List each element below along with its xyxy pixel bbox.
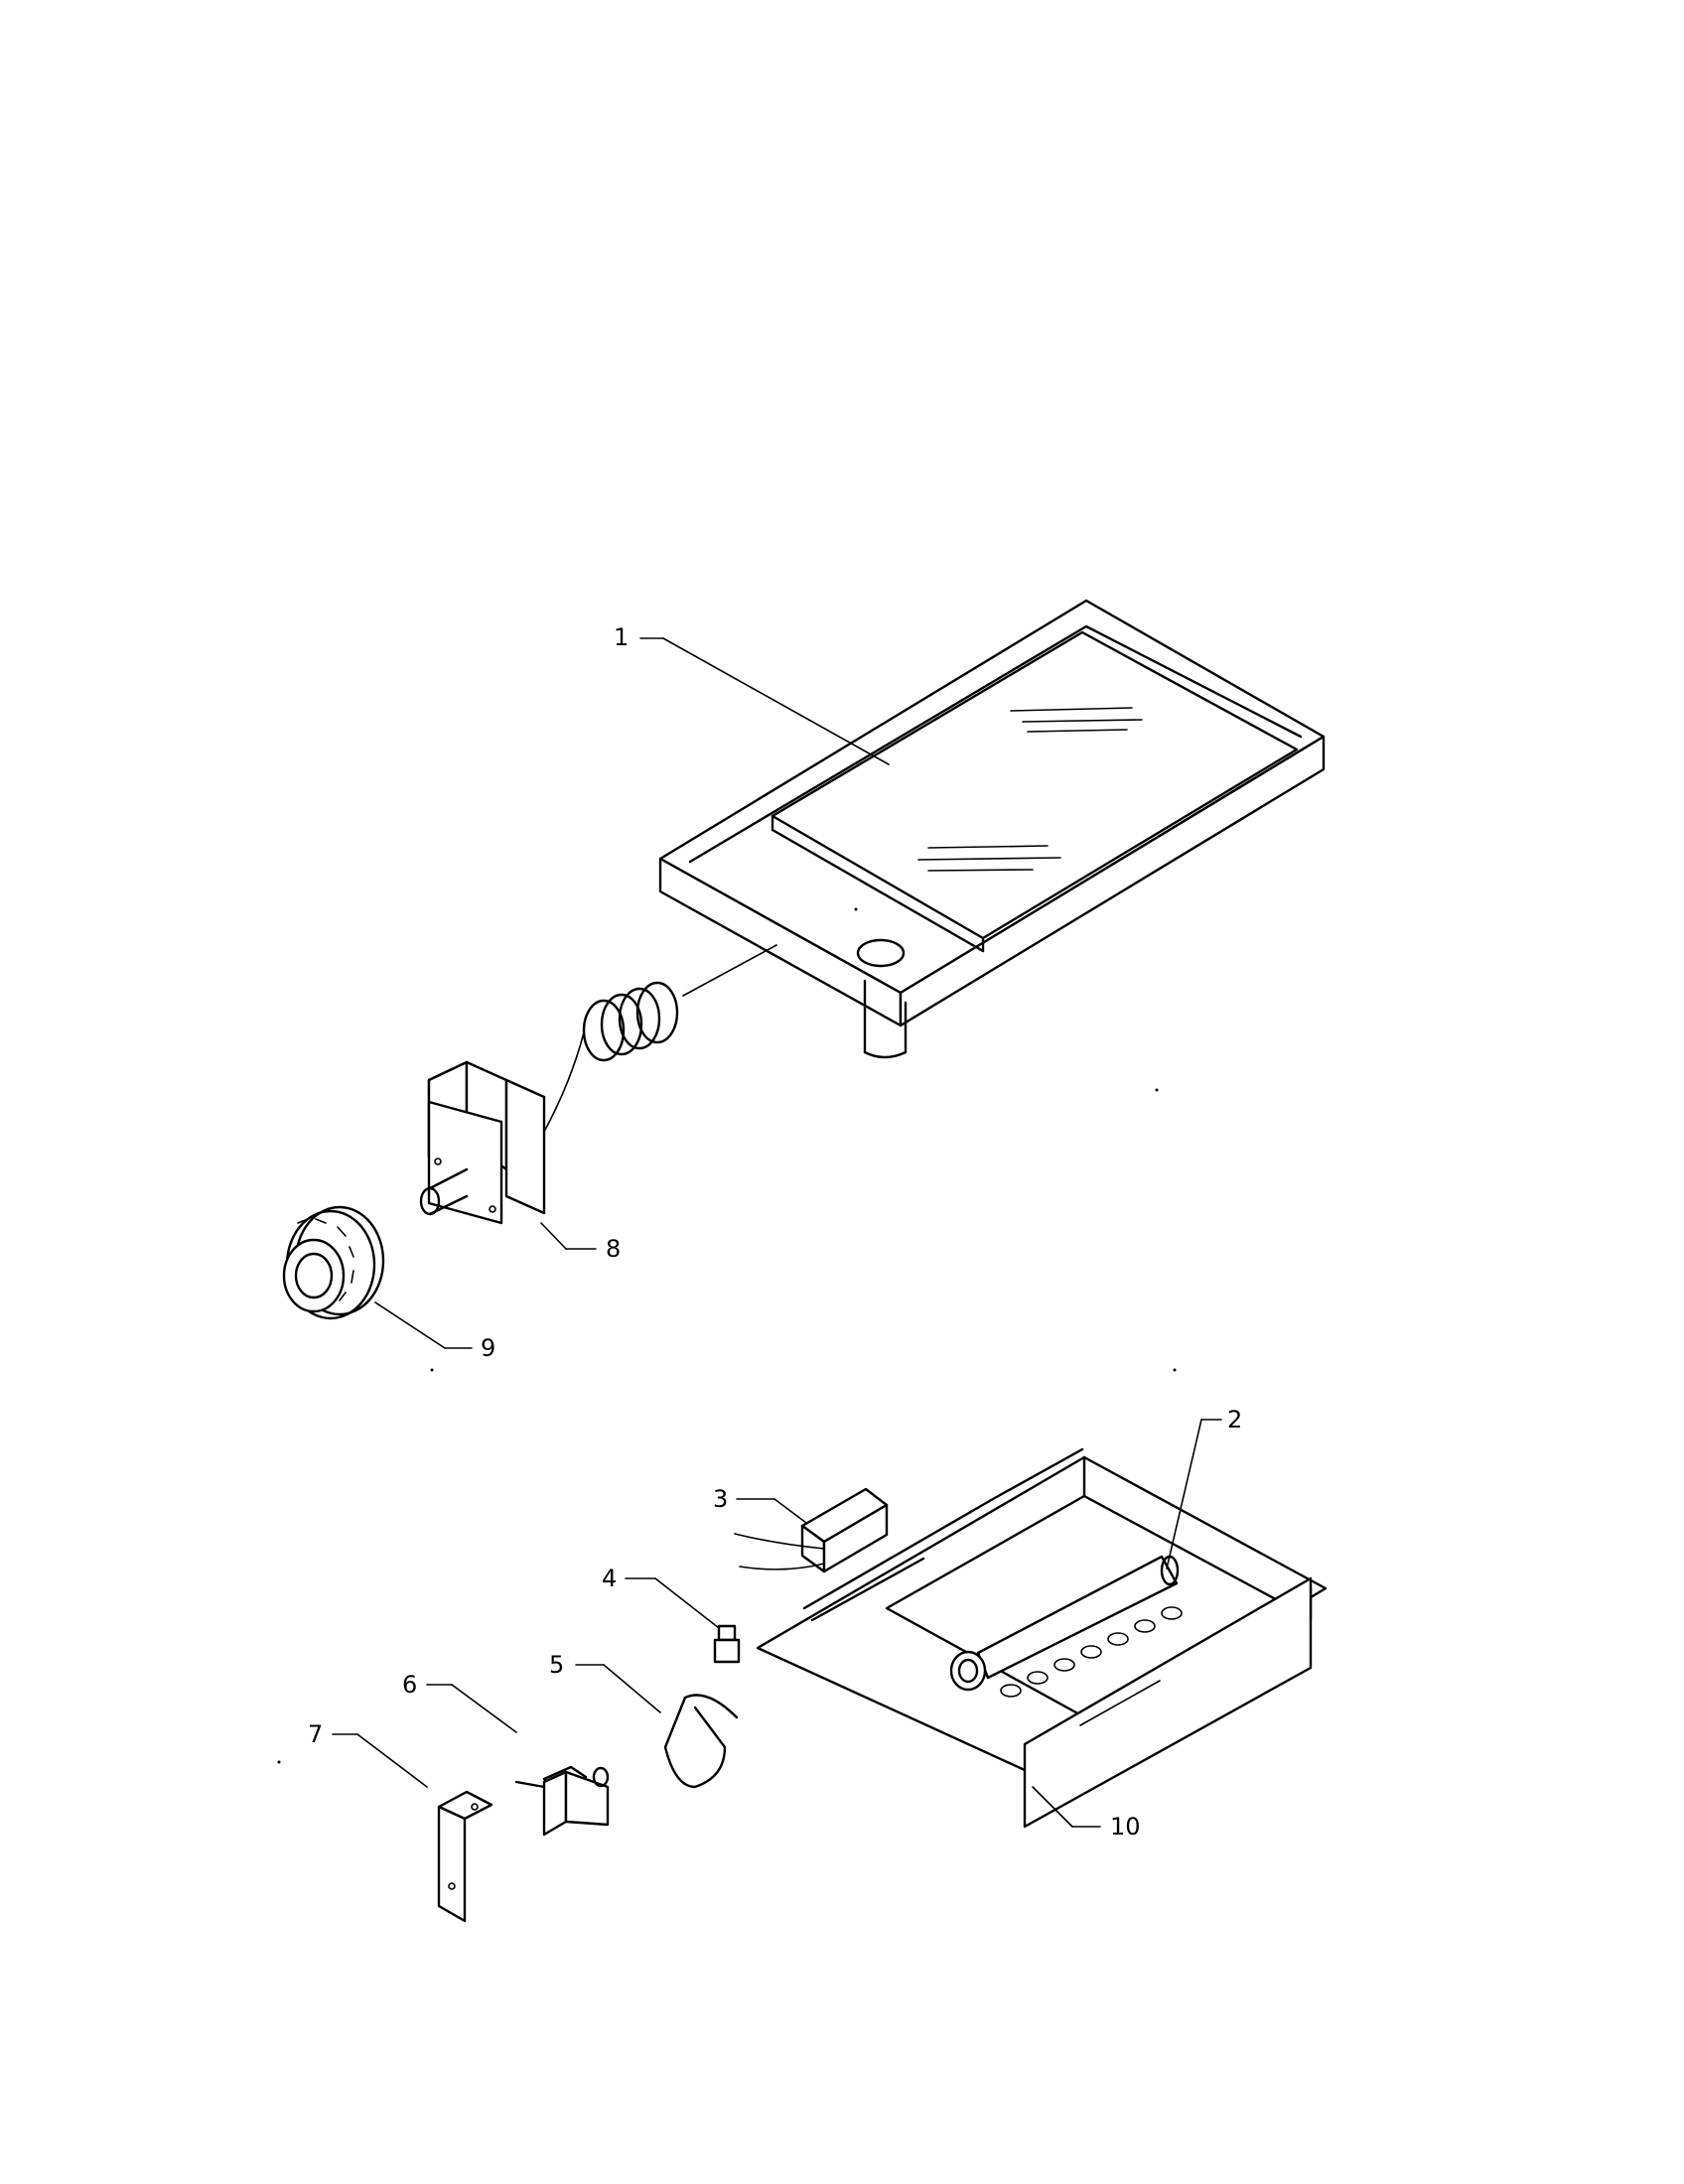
callout-label: 9 [481,1334,495,1362]
callout-2: 2 [1166,1406,1242,1570]
thermocouple-part [663,1694,739,1789]
callout-label: 6 [402,1671,417,1699]
burner-box-part [756,1447,1328,1829]
knob-part [282,1205,385,1320]
callout-label: 8 [606,1235,621,1263]
callout-4: 4 [602,1565,720,1629]
callout-label: 2 [1227,1406,1242,1433]
callout-label: 5 [549,1651,564,1679]
callout-1: 1 [614,623,890,765]
callout-label: 3 [713,1485,728,1513]
callout-label: 4 [602,1565,617,1592]
callout-6: 6 [402,1671,517,1733]
thermostat-part [419,944,777,1225]
callout-8: 8 [540,1222,621,1263]
callout-label: 7 [308,1720,323,1748]
bracket-part [437,1790,493,1923]
callout-label: 10 [1110,1813,1141,1841]
fitting-part [713,1624,741,1664]
scan-specks [277,907,1177,1764]
valve-part [514,1765,610,1837]
callout-5: 5 [549,1651,661,1713]
callout-label: 1 [614,623,629,651]
ignition-module-part [734,1487,889,1573]
callout-7: 7 [308,1720,428,1788]
callout-9: 9 [374,1301,495,1362]
callout-3: 3 [713,1485,807,1524]
griddle-plate-part [658,599,1326,1059]
callout-10: 10 [1032,1786,1141,1841]
